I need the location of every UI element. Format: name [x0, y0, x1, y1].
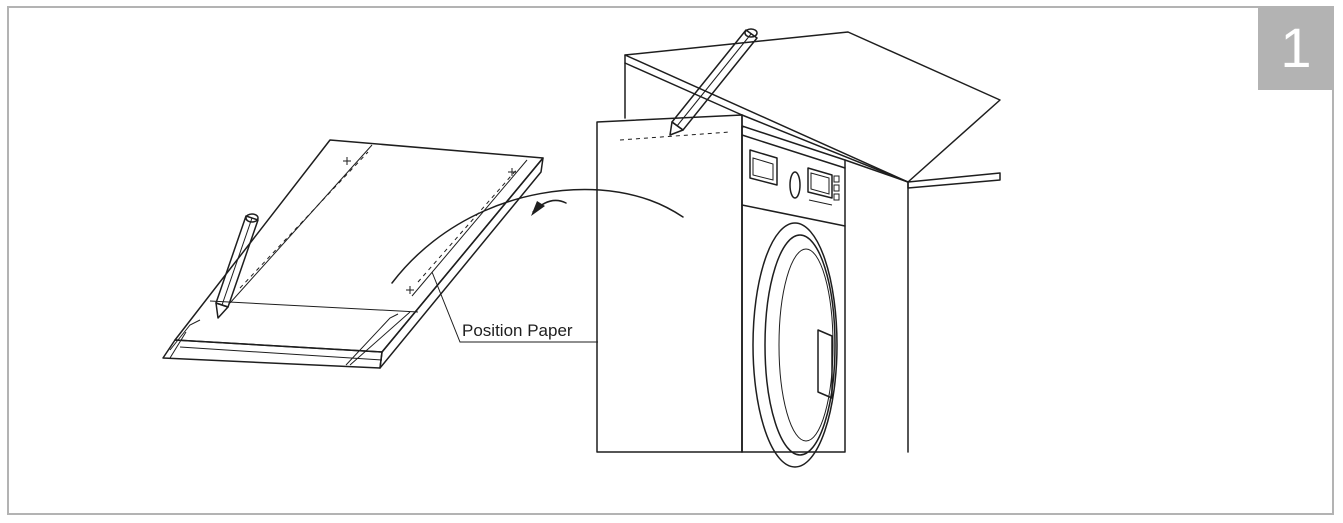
- step-number-badge: 1: [1258, 6, 1334, 90]
- diagram-frame: [7, 6, 1334, 515]
- washing-machine: [741, 125, 909, 468]
- transfer-arrow: [391, 188, 684, 284]
- position-paper-callout: Position Paper: [431, 271, 598, 343]
- pencil-icon-cabinet: [669, 28, 758, 136]
- position-paper-template: [162, 139, 544, 369]
- pencil-icon-left: [215, 213, 259, 319]
- cabinet-and-countertop: [596, 31, 1001, 453]
- position-paper-label: Position Paper: [462, 321, 573, 340]
